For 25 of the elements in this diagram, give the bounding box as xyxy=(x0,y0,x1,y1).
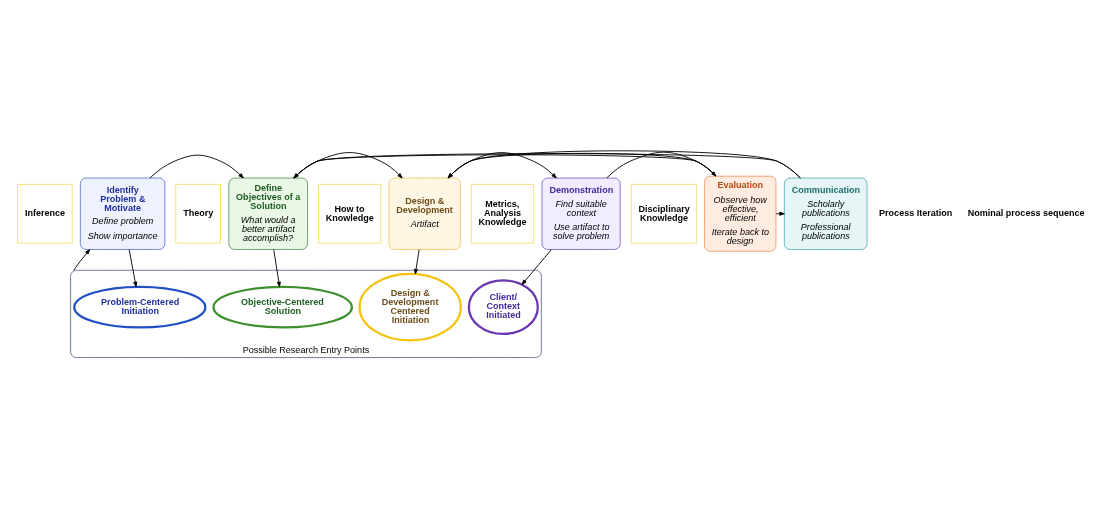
arrow xyxy=(447,152,557,179)
arrow xyxy=(521,249,552,285)
arrow xyxy=(128,249,138,288)
label: Process Iteration xyxy=(879,207,953,218)
node-ellipse: Design & Development Centered Initiation xyxy=(358,272,462,342)
node-ellipse: Objective-Centered Solution xyxy=(212,285,353,329)
node-box: Disciplinary Knowledge xyxy=(630,184,697,244)
node-box: Design & Development Artifact xyxy=(388,177,461,250)
node-box: Demonstration Find suitable context Use artifact to solve problem xyxy=(541,177,621,250)
node-box: Inference xyxy=(17,184,73,244)
node-box: Evaluation Observe how effective, efficient Iterate back to design xyxy=(704,175,777,252)
node-box: Define Objectives of a Solution What would a better artifact accomplish? xyxy=(228,177,308,250)
node-box: Identify Problem & Motivate Define problem Show importance xyxy=(80,177,166,250)
arrow xyxy=(775,211,785,216)
arrow xyxy=(293,152,403,179)
node-ellipse: Problem-Centered Initiation xyxy=(73,285,207,329)
node-box: Metrics, Analysis Knowledge xyxy=(470,184,534,244)
arrow xyxy=(73,249,91,271)
node-box: Communication Scholarly publications Professional publications xyxy=(784,177,868,250)
label: Nominal process sequence xyxy=(967,207,1085,218)
arrow xyxy=(273,249,281,288)
node-box: Theory xyxy=(175,184,221,244)
arrow xyxy=(414,249,420,275)
node-box: How to Knowledge xyxy=(318,184,382,244)
arrow xyxy=(149,154,244,179)
